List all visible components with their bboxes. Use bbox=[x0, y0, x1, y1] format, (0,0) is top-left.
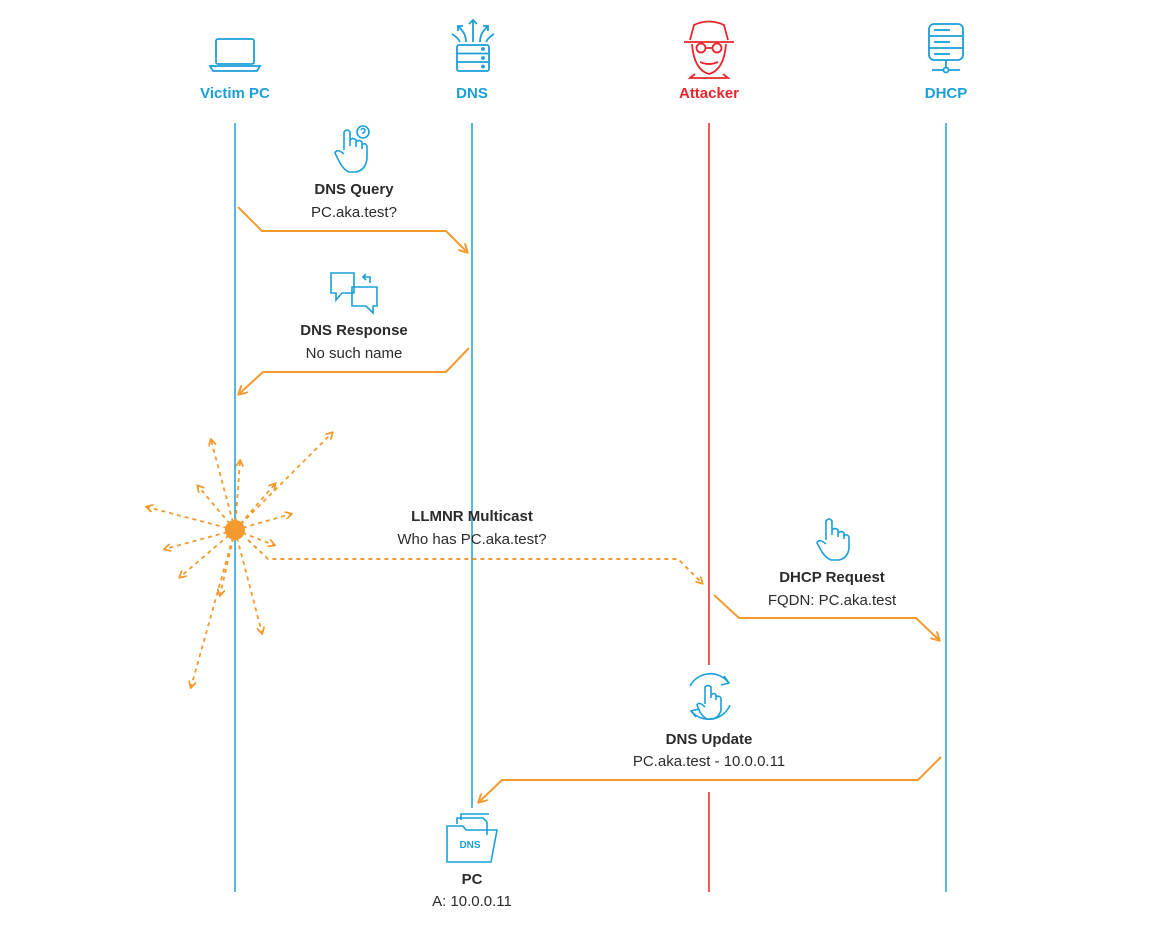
llmnr-title: LLMNR Multicast bbox=[411, 508, 533, 525]
llmnr-detail: Who has PC.aka.test? bbox=[397, 531, 547, 548]
chat-bubbles-icon bbox=[330, 272, 378, 315]
actor-label-dns: DNS bbox=[456, 85, 488, 102]
dns-response-detail: No such name bbox=[305, 345, 403, 362]
dns-folder-icon bbox=[446, 813, 498, 863]
actor-label-victim: Victim PC bbox=[200, 85, 270, 102]
dns-response-title: DNS Response bbox=[300, 322, 408, 339]
multicast-origin bbox=[225, 520, 245, 540]
dns-response-arrow bbox=[239, 347, 470, 394]
record-detail: A: 10.0.0.11 bbox=[432, 893, 512, 910]
hand-question-icon bbox=[334, 125, 370, 173]
dns-query-title: DNS Query bbox=[314, 181, 394, 198]
dns-query-arrow bbox=[237, 206, 467, 252]
server-icon bbox=[928, 23, 964, 74]
record-title: PC bbox=[461, 871, 483, 888]
dns-update-arrow bbox=[479, 756, 942, 802]
dhcp-request-title: DHCP Request bbox=[779, 569, 885, 586]
spy-icon bbox=[684, 20, 734, 79]
actor-label-dhcp: DHCP bbox=[924, 85, 968, 102]
llmnr-arrow bbox=[247, 539, 702, 583]
dhcp-request-arrow bbox=[713, 594, 939, 640]
actor-label-attacker: Attacker bbox=[678, 85, 740, 102]
laptop-icon bbox=[208, 38, 262, 72]
server-upload-icon bbox=[451, 18, 495, 72]
dns-query-detail: PC.aka.test? bbox=[311, 204, 397, 221]
hand-refresh-icon bbox=[689, 672, 731, 721]
dns-folder-badge: DNS bbox=[459, 840, 481, 851]
dhcp-request-detail: FQDN: PC.aka.test bbox=[767, 592, 897, 609]
hand-pointer-icon bbox=[816, 518, 850, 561]
multicast-burst bbox=[147, 433, 332, 687]
dns-update-title: DNS Update bbox=[665, 731, 753, 748]
dns-update-detail: PC.aka.test - 10.0.0.11 bbox=[632, 753, 786, 770]
